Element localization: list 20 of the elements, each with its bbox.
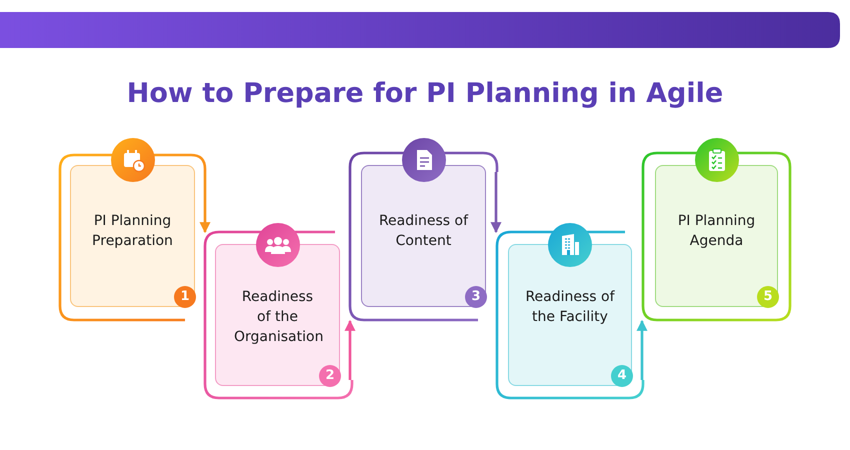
step-card <box>655 165 778 307</box>
step-number: 1 <box>174 286 196 308</box>
step-label: Readiness of the Organisation <box>234 288 321 347</box>
step-card <box>508 244 632 386</box>
step-number: 2 <box>319 365 341 387</box>
title: How to Prepare for PI Planning in Agile <box>126 78 724 109</box>
step-number: 4 <box>611 365 633 387</box>
step-card <box>361 165 486 307</box>
step-number: 3 <box>465 286 487 308</box>
arrow <box>344 320 356 380</box>
step-label: PI Planning Preparation <box>91 212 174 251</box>
arrow <box>200 172 210 234</box>
step-label: Readiness of Content <box>378 212 470 251</box>
step-label: Readiness of the Facility <box>524 288 616 327</box>
step-number: 5 <box>757 286 779 308</box>
step-label: PI Planning Agenda <box>676 212 756 251</box>
arrow <box>490 172 502 234</box>
arrow <box>636 320 648 380</box>
step-card <box>215 244 340 386</box>
step-card <box>70 165 195 307</box>
